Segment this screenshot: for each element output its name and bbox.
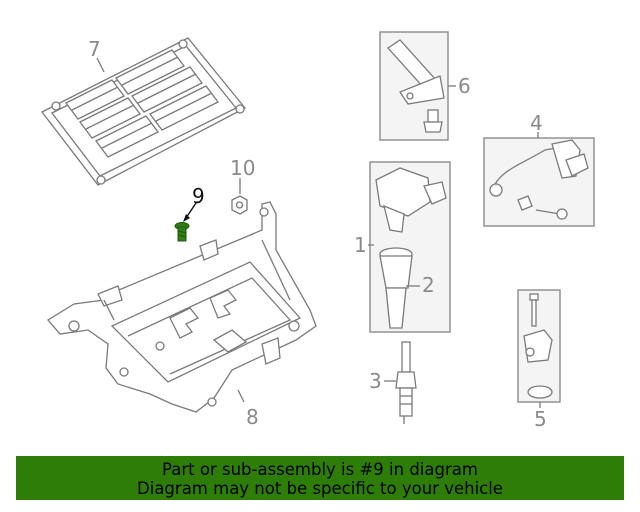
control-module-part-7[interactable] — [41, 37, 247, 186]
leader-7 — [96, 57, 105, 73]
spark-plug-part-3[interactable] — [395, 341, 417, 424]
callout-1: 1 — [354, 233, 367, 257]
leader-9 — [185, 202, 197, 219]
callout-4: 4 — [530, 111, 543, 135]
coil-boot-part-2[interactable] — [379, 247, 413, 329]
ignition-coil-part-1 — [375, 167, 447, 233]
bolt-part-9[interactable] — [174, 222, 190, 242]
banner-line-2: Diagram may not be specific to your vehi… — [137, 479, 503, 498]
callout-3: 3 — [369, 369, 382, 393]
callout-10: 10 — [230, 156, 255, 180]
callout-6: 6 — [458, 74, 471, 98]
callout-8: 8 — [246, 405, 259, 429]
bracket-part-8[interactable] — [47, 201, 317, 413]
callout-2: 2 — [422, 273, 435, 297]
callout-5: 5 — [534, 407, 547, 431]
callout-7: 7 — [88, 37, 101, 61]
banner-line-1: Part or sub-assembly is #9 in diagram — [162, 460, 478, 479]
sensor-part-5 — [523, 293, 553, 399]
leader-8 — [237, 389, 245, 403]
nut-part-10[interactable] — [231, 195, 248, 215]
sensor-part-4 — [489, 139, 589, 220]
sensor-part-6 — [387, 39, 445, 133]
notice-banner: Part or sub-assembly is #9 in diagram Di… — [16, 456, 624, 500]
callout-9: 9 — [192, 184, 205, 208]
leader-9-arrow — [183, 214, 190, 222]
